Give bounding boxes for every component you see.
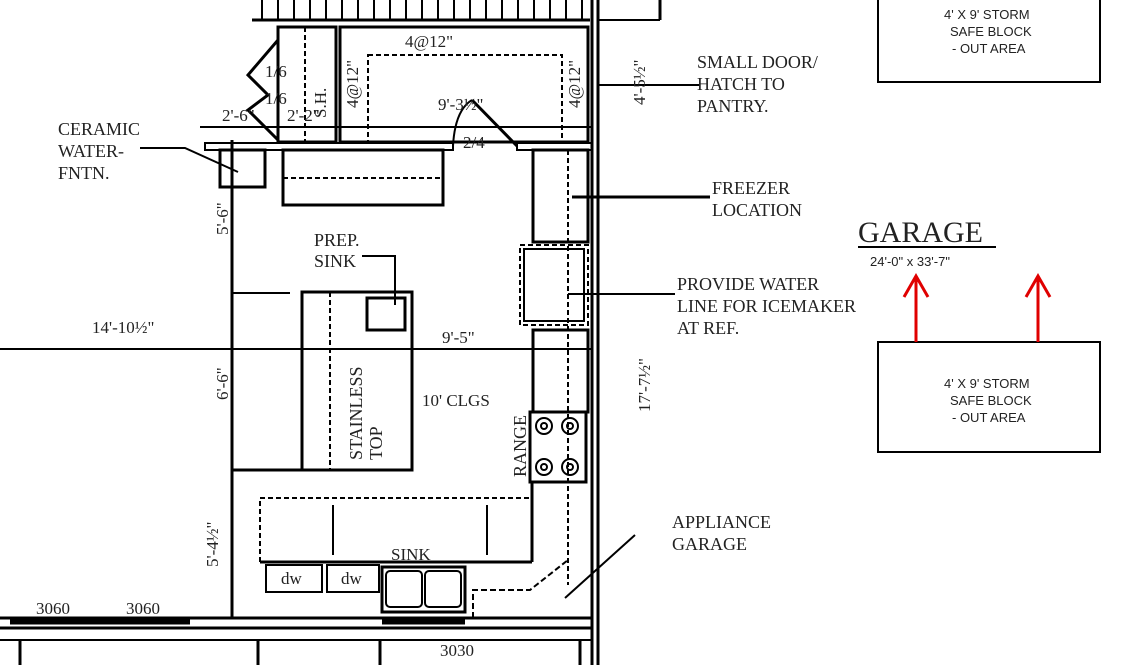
- label-dw-1: dw: [281, 569, 303, 588]
- label-icemaker: LINE FOR ICEMAKER: [677, 296, 856, 316]
- label-hatch: HATCH TO: [697, 74, 785, 94]
- storm-top-1: 4' X 9' STORM: [944, 7, 1030, 22]
- storm-bottom-2: SAFE BLOCK: [950, 393, 1032, 408]
- dim-9-3: 9'-3½": [438, 95, 483, 114]
- label-appliance: APPLIANCE: [672, 512, 771, 532]
- label-pantry: PANTRY.: [697, 96, 769, 116]
- label-sh: S.H.: [311, 88, 330, 118]
- label-garage-app: GARAGE: [672, 534, 747, 554]
- storm-top-2: SAFE BLOCK: [950, 24, 1032, 39]
- label-door-1-6a: 1/6: [265, 62, 287, 81]
- label-ceilings: 10' CLGS: [422, 391, 490, 410]
- label-stainless: STAINLESS: [346, 366, 366, 460]
- garage: GARAGE 24'-0" x 33'-7" 4' X 9' STORM SAF…: [858, 7, 1032, 425]
- dim-9-5: 9'-5": [442, 328, 475, 347]
- dim-shelf-top: 4@12": [405, 32, 453, 51]
- label-small-door: SMALL DOOR/: [697, 52, 818, 72]
- label-freezer: FREEZER: [712, 178, 790, 198]
- label-location: LOCATION: [712, 200, 802, 220]
- label-at-ref: AT REF.: [677, 318, 739, 338]
- label-ceramic: CERAMIC: [58, 119, 140, 139]
- dim-5-6: 5'-6": [213, 202, 232, 235]
- labels: CERAMIC WATER- FNTN. SMALL DOOR/ HATCH T…: [58, 52, 856, 588]
- dim-window-3: 3030: [440, 641, 474, 660]
- label-top: TOP: [366, 426, 386, 460]
- walls: [0, 0, 1101, 665]
- label-door-1-6b: 1/6: [265, 89, 287, 108]
- dim-2-2: 2'-2": [287, 106, 320, 125]
- garage-title: GARAGE: [858, 216, 983, 249]
- label-fntn: FNTN.: [58, 163, 110, 183]
- dim-4-5: 4'-5½": [630, 60, 649, 105]
- dim-window-2: 3060: [126, 599, 160, 618]
- dim-17-7: 17'-7½": [635, 358, 654, 412]
- label-dw-2: dw: [341, 569, 363, 588]
- storm-top-3: - OUT AREA: [952, 41, 1026, 56]
- dim-6-6: 6'-6": [213, 367, 232, 400]
- dim-shelf-left: 4@12": [343, 60, 362, 108]
- label-prep-sink: SINK: [314, 251, 356, 271]
- red-arrows: [902, 272, 1052, 342]
- storm-bottom-3: - OUT AREA: [952, 410, 1026, 425]
- label-provide-water: PROVIDE WATER: [677, 274, 819, 294]
- garage-size: 24'-0" x 33'-7": [870, 254, 950, 269]
- label-door-2-4: 2/4: [463, 133, 485, 152]
- label-range: RANGE: [510, 415, 530, 477]
- dim-window-1: 3060: [36, 599, 70, 618]
- storm-bottom-1: 4' X 9' STORM: [944, 376, 1030, 391]
- dim-14-10: 14'-10½": [92, 318, 154, 337]
- range-burners: [535, 417, 579, 476]
- dim-shelf-right: 4@12": [565, 60, 584, 108]
- dimensions: 4@12" 4@12" 4@12" 2'-6" 2'-2" 9'-3½" 4'-…: [36, 32, 654, 660]
- label-prep: PREP.: [314, 230, 360, 250]
- label-water: WATER-: [58, 141, 124, 161]
- label-sink: SINK: [391, 545, 431, 564]
- dim-2-6: 2'-6": [222, 106, 255, 125]
- dim-5-4: 5'-4½": [203, 522, 222, 567]
